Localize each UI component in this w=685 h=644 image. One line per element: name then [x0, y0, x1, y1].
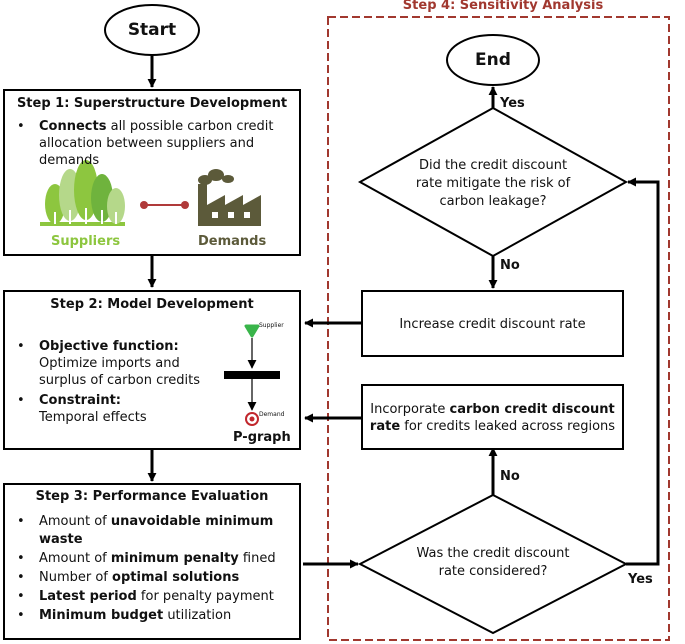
- incorporate-bold: carbon credit discount rate: [369, 402, 615, 434]
- step3-bullets: Amount of unavoidable minimum waste Amou…: [13, 513, 295, 626]
- step1-bullet-bold: Connects: [39, 119, 107, 134]
- demands-factory-icon: [198, 169, 261, 226]
- step3-item: Amount of minimum penalty fined: [13, 550, 295, 568]
- step3-item: Minimum budget utilization: [13, 607, 295, 625]
- item-pre: Number of: [39, 570, 113, 585]
- step1-box: Step 1: Superstructure Development Conne…: [3, 89, 301, 256]
- constraint-bold: Constraint:: [39, 393, 121, 408]
- step3-item: Number of optimal solutions: [13, 569, 295, 587]
- objective-text: Optimize imports and surplus of carbon c…: [39, 356, 201, 388]
- constraint-text: Temporal effects: [39, 410, 147, 425]
- step3-box: Step 3: Performance Evaluation Amount of…: [3, 483, 301, 640]
- pgraph-operating-unit: [224, 371, 280, 379]
- step1-title: Step 1: Superstructure Development: [16, 96, 288, 111]
- item-pre: Amount of: [39, 551, 111, 566]
- end-label: End: [475, 50, 511, 70]
- pgraph-demand-label: Demand: [259, 411, 285, 418]
- suppliers-label: Suppliers: [51, 234, 121, 249]
- item-bold: unavoidable minimum waste: [39, 514, 274, 547]
- no-top-label: No: [500, 258, 520, 273]
- supplier-demand-link: [140, 201, 189, 209]
- increase-rate-text: Increase credit discount rate: [399, 317, 586, 332]
- step1-bullet: Connects all possible carbon credit allo…: [13, 118, 293, 169]
- start-oval: [104, 4, 200, 56]
- item-bold: Latest period: [39, 589, 137, 604]
- step3-title: Step 3: Performance Evaluation: [35, 489, 269, 504]
- step2-bullets: Objective function: Optimize imports and …: [13, 338, 213, 427]
- decision-bottom-text: Was the credit discount rate considered?: [416, 546, 570, 579]
- incorporate-pre: Incorporate: [370, 402, 450, 417]
- decision-top-text: Did the credit discount rate mitigate th…: [415, 158, 571, 209]
- step2-objective: Objective function: Optimize imports and …: [13, 338, 213, 389]
- step4-title: Step 4: Sensitivity Analysis: [402, 0, 604, 13]
- pgraph-supplier-icon: [244, 324, 260, 338]
- incorporate-rate-box: Incorporate carbon credit discount rate …: [361, 384, 624, 450]
- incorporate-rate-text: Incorporate carbon credit discount rate …: [369, 401, 616, 435]
- demands-label: Demands: [198, 234, 267, 249]
- pgraph-label: P-graph: [233, 430, 291, 445]
- objective-bold: Objective function:: [39, 339, 179, 354]
- yes-bottom-label: Yes: [628, 572, 653, 587]
- item-post: fined: [238, 551, 276, 566]
- pgraph-diagram: [224, 324, 280, 426]
- start-label: Start: [127, 20, 177, 40]
- step2-title: Step 2: Model Development: [50, 297, 254, 312]
- item-post: utilization: [163, 608, 232, 623]
- decision-bottom-diamond: [357, 493, 629, 635]
- item-bold: minimum penalty: [110, 551, 239, 566]
- arrow-yes-bottom-loop: [626, 177, 660, 566]
- item-bold: optimal solutions: [112, 570, 240, 585]
- step1-bullet-text: all possible carbon credit allocation be…: [39, 119, 274, 168]
- item-post: for penalty payment: [136, 589, 274, 604]
- increase-rate-box: Increase credit discount rate: [361, 290, 624, 357]
- suppliers-trees-icon: [40, 160, 125, 226]
- step3-item: Latest period for penalty payment: [13, 588, 295, 606]
- item-pre: Amount of: [39, 514, 111, 529]
- item-bold: Minimum budget: [39, 608, 164, 623]
- step3-item: Amount of unavoidable minimum waste: [13, 513, 295, 549]
- end-oval: [446, 34, 540, 86]
- step1-bullets: Connects all possible carbon credit allo…: [13, 118, 293, 170]
- step4-container: [327, 16, 670, 641]
- yes-top-label: Yes: [500, 96, 525, 111]
- incorporate-post: for credits leaked across regions: [400, 419, 616, 434]
- no-bottom-label: No: [500, 469, 520, 484]
- step2-constraint: Constraint: Temporal effects: [13, 392, 213, 426]
- step2-box: Step 2: Model Development Objective func…: [3, 290, 301, 450]
- pgraph-supplier-label: Supplier: [259, 322, 284, 329]
